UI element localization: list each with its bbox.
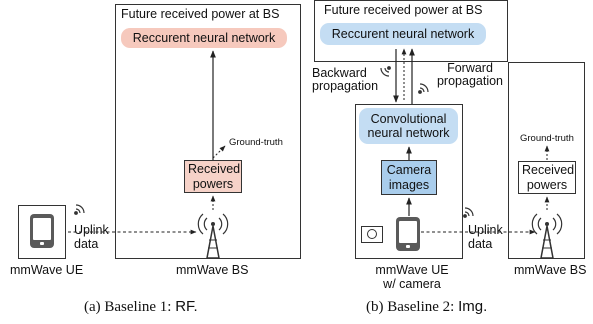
camera-images-label: Camera images xyxy=(386,163,432,192)
signal-icon-backward xyxy=(380,66,391,77)
bs-antenna-icon-b xyxy=(531,213,563,259)
backward-propagation-label: Backward propagation xyxy=(312,66,379,94)
forward-propagation-label: Forward propagation xyxy=(436,61,504,89)
ground-truth-label-b: Ground-truth xyxy=(520,133,574,144)
bs-label-b: mmWave BS xyxy=(514,263,587,277)
future-power-label-a: Future received power at BS xyxy=(121,7,280,21)
future-power-label-b: Future received power at BS xyxy=(324,3,483,17)
ground-truth-arrow-a xyxy=(212,145,226,159)
cnn-label: Convolutional neural network xyxy=(367,111,450,140)
camera-icon xyxy=(361,226,383,243)
uplink-label-b: Uplink data xyxy=(468,223,503,251)
signal-icon-forward xyxy=(418,83,429,94)
caption-b: (b) Baseline 2: Img. xyxy=(366,298,488,315)
rnn-label-a: Reccurent neural network xyxy=(132,30,276,45)
bs-antenna-icon-a xyxy=(197,213,229,259)
uplink-label-a: Uplink data xyxy=(74,223,109,251)
signal-icon-uplink-b xyxy=(463,207,474,218)
received-powers-box-b: Received powers xyxy=(518,161,576,194)
baseline2-server-panel xyxy=(314,0,508,62)
rnn-block-a: Reccurent neural network xyxy=(121,28,287,48)
ue-camera-label: mmWave UE w/ camera xyxy=(375,263,449,291)
rnn-block-b: Reccurent neural network xyxy=(320,23,486,45)
signal-icon-a xyxy=(74,204,85,215)
bs-label-a: mmWave BS xyxy=(176,263,249,277)
caption-a: (a) Baseline 1: RF. xyxy=(84,298,198,315)
tablet-icon-a xyxy=(30,214,54,248)
camera-images-box: Camera images xyxy=(381,160,437,195)
rnn-label-b: Reccurent neural network xyxy=(331,26,475,41)
ground-truth-label-a: Ground-truth xyxy=(229,137,283,148)
received-powers-label-b: Received powers xyxy=(522,163,575,192)
ue-device-a xyxy=(18,205,66,259)
received-powers-box-a: Received powers xyxy=(184,160,242,193)
received-powers-label-a: Received powers xyxy=(188,162,241,191)
tablet-icon-b xyxy=(396,217,420,251)
ue-label-a: mmWave UE xyxy=(10,263,84,277)
ue-camera-panel xyxy=(355,104,463,259)
cnn-block: Convolutional neural network xyxy=(359,108,458,144)
